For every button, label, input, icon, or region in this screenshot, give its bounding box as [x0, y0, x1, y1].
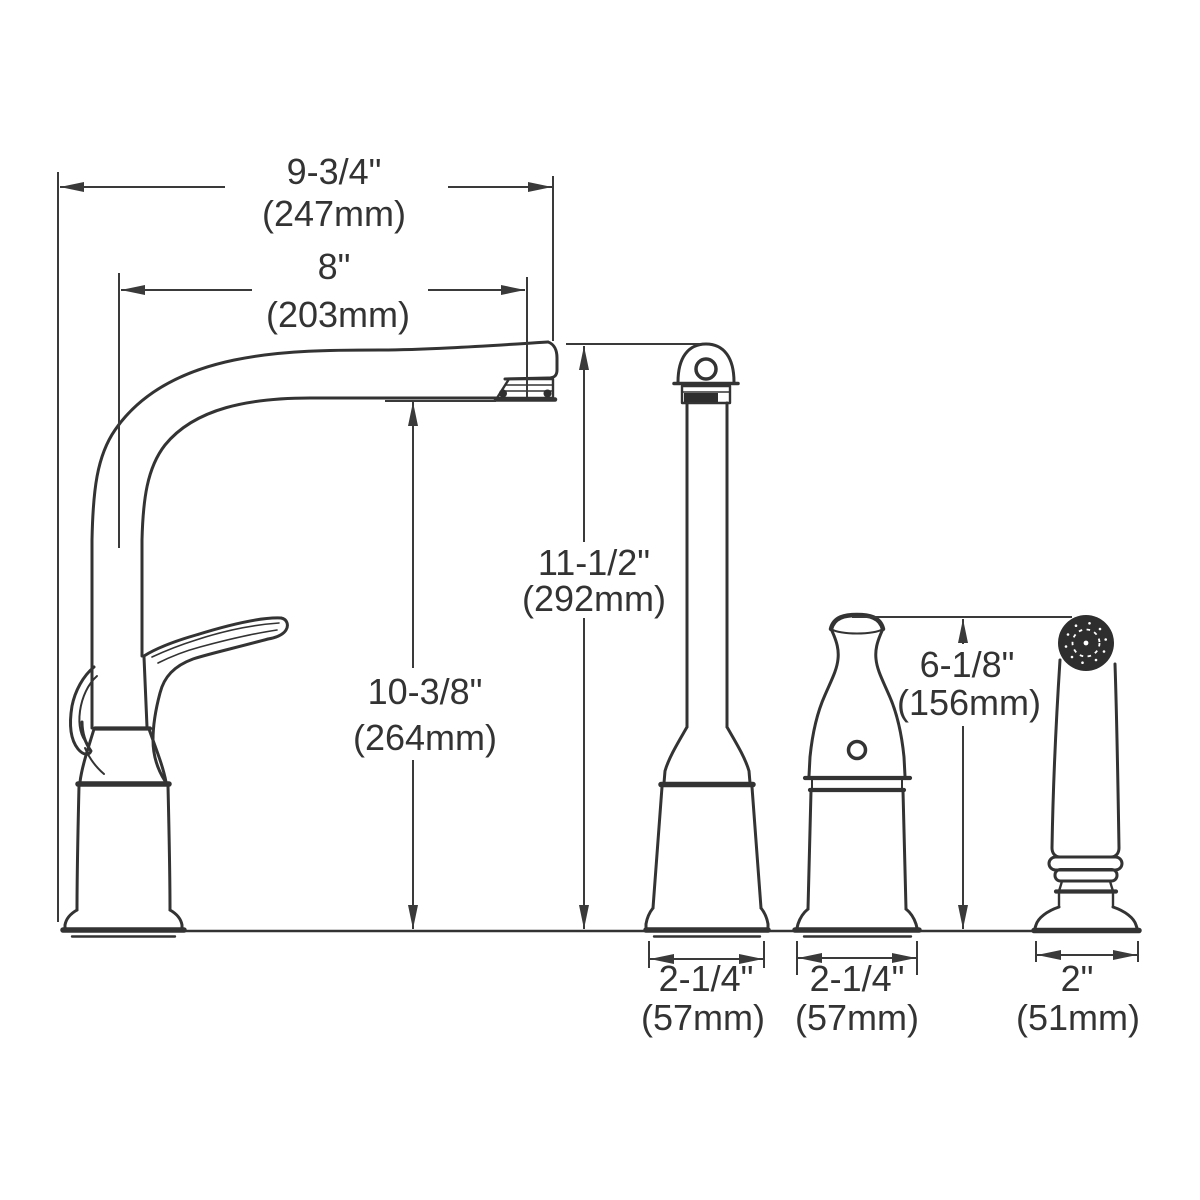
spout-dome — [676, 342, 736, 384]
set-screw-circle — [846, 739, 868, 761]
label-backer-handle-height — [905, 644, 1033, 726]
arrow-outlet-height-top — [408, 402, 418, 426]
arrow-spray-base-left — [1037, 950, 1061, 960]
handle-curl-inner — [78, 675, 98, 744]
label-overall-reach-mm: (247mm) — [262, 193, 406, 234]
base-foot-right — [168, 908, 184, 930]
base-foot-left — [63, 908, 79, 930]
aerator-band-outline — [680, 384, 732, 405]
arrow-overall-height-bottom — [579, 905, 589, 929]
base-body-left — [806, 789, 813, 911]
handle-cap-bottom — [830, 628, 884, 635]
base-foot-right — [759, 906, 770, 930]
label-spout-reach-mm: (203mm) — [266, 294, 410, 335]
label-overall-reach-in: 9-3/4" — [287, 151, 382, 192]
arrow-faucet-base-right — [739, 954, 763, 964]
handle-lever-upper-edge — [142, 616, 283, 658]
spout-inner-curve — [140, 396, 499, 658]
base-shoulder-right — [147, 727, 168, 784]
handle-front-view — [792, 612, 922, 938]
arrow-handle-base-left — [798, 953, 822, 963]
arrow-spout-reach-right — [501, 285, 525, 295]
base-foot-left — [795, 907, 810, 930]
handle-side-right — [874, 629, 907, 778]
spout-tip-cap — [503, 340, 559, 381]
arrow-spray-base-right — [1113, 950, 1137, 960]
base-body-left — [75, 784, 81, 912]
arrow-handle-base-right — [892, 953, 916, 963]
handle-lever-lower-edge — [151, 637, 270, 783]
shoulder-right — [725, 725, 752, 785]
spray-ring-lower — [1053, 868, 1119, 883]
spray-foot-left — [1033, 905, 1061, 930]
spout-outer-curve — [90, 340, 550, 730]
label-overall-height-mm: (292mm) — [522, 578, 666, 619]
dimension-labels: 9-3/4" (247mm) 8" (203mm) 11-1/2" (292mm… — [262, 151, 1140, 1038]
handle-lever-inner-line-1 — [151, 622, 280, 658]
handle-cap-top — [828, 612, 886, 632]
extension-lines — [57, 172, 1139, 975]
arrow-handle-height-bottom — [958, 905, 968, 929]
label-faucet-base-width-in: 2-1/4" — [659, 958, 754, 999]
label-handle-base-width-in: 2-1/4" — [810, 958, 905, 999]
handle-lever-inner-line-2 — [157, 629, 278, 664]
label-spout-reach-in: 8" — [318, 246, 351, 287]
base-body-right — [750, 785, 763, 910]
arrowheads — [60, 182, 1137, 964]
column-right-edge — [142, 655, 149, 729]
label-backer-overall-height — [516, 542, 672, 618]
arrow-outlet-height-bottom — [408, 905, 418, 929]
label-outlet-height-in: 10-3/8" — [368, 671, 483, 712]
handle-lever-tip — [266, 616, 289, 641]
label-spray-base-width-in: 2" — [1061, 958, 1094, 999]
base-shoulder-left — [78, 727, 96, 784]
label-overall-height-in: 11-1/2" — [538, 542, 650, 583]
handle-side-left — [807, 629, 840, 778]
shoulder-left — [662, 725, 689, 785]
base-body-right — [901, 789, 908, 911]
base-foot-right — [904, 907, 919, 930]
aerator-corner-right — [543, 389, 552, 398]
faucet-front-view — [643, 342, 771, 938]
spray-nozzle-dots — [1064, 622, 1107, 664]
spray-nozzle-center-dot — [1083, 640, 1089, 646]
label-handle-height-mm: (156mm) — [897, 682, 1041, 723]
side-spray-view — [1031, 615, 1142, 934]
arrow-faucet-base-left — [650, 954, 674, 964]
label-handle-base-width-mm: (57mm) — [795, 997, 919, 1038]
base-body-left — [651, 785, 664, 910]
base-foot-left — [644, 906, 655, 930]
spray-body — [1050, 658, 1121, 859]
aerator-band-hatch — [684, 393, 718, 402]
handle-curl-outer — [68, 665, 96, 756]
arrow-spout-reach-left — [121, 285, 145, 295]
spout-outlet-circle — [694, 357, 718, 381]
label-faucet-base-width-mm: (57mm) — [641, 997, 765, 1038]
label-handle-height-in: 6-1/8" — [920, 644, 1015, 685]
arrow-handle-height-top — [958, 619, 968, 643]
arrow-overall-reach-right — [528, 182, 552, 192]
aerator-corner-left — [499, 389, 507, 398]
label-outlet-height-mm: (264mm) — [353, 717, 497, 758]
arrow-overall-height-top — [579, 346, 589, 370]
faucet-side-view — [60, 340, 559, 938]
label-backer-outlet-height — [350, 668, 500, 760]
spray-foot-right — [1111, 905, 1139, 930]
base-body-right — [166, 784, 172, 912]
label-spray-base-width-mm: (51mm) — [1016, 997, 1140, 1038]
arrow-overall-reach-left — [60, 182, 84, 192]
spray-nozzle-ring — [1071, 628, 1101, 658]
